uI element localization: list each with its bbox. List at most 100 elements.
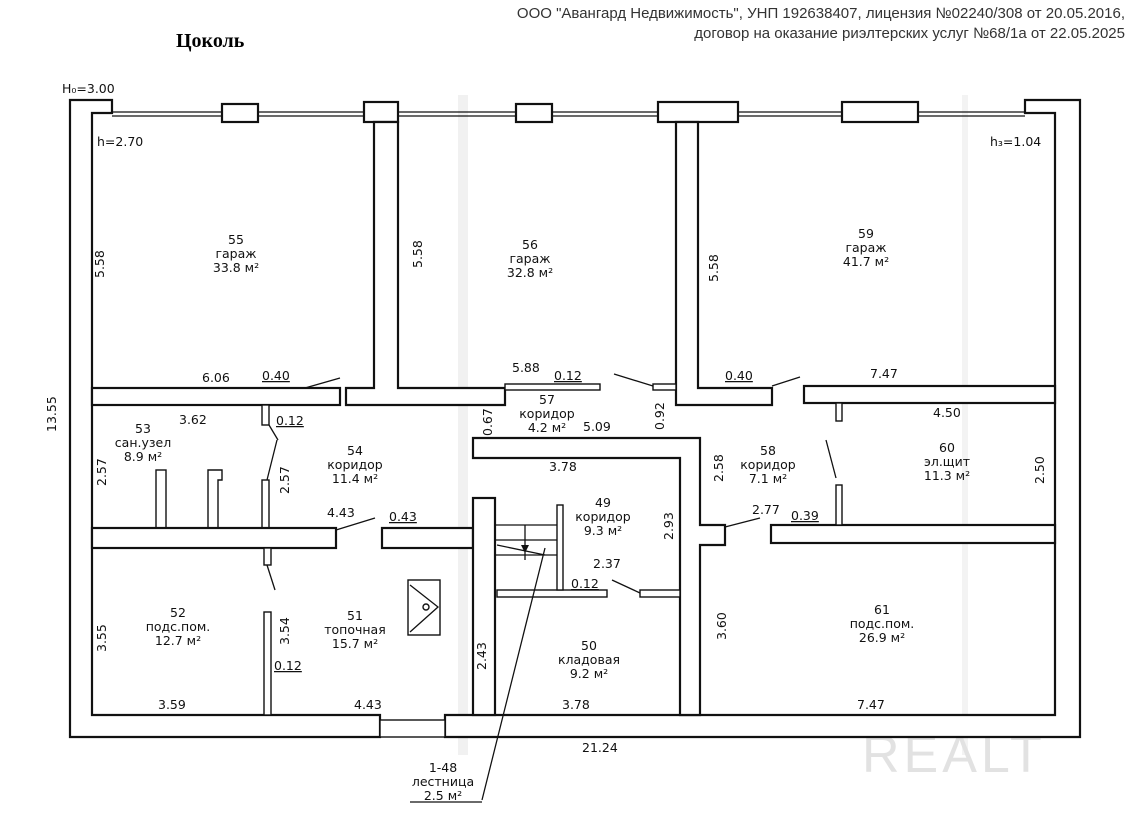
dim: 0.12: [554, 368, 582, 383]
dim: 2.77: [752, 502, 780, 517]
dim: 5.58: [706, 254, 721, 282]
dim: 2.37: [593, 556, 621, 571]
room-label: 4.2 м²: [528, 420, 566, 435]
room-label: кладовая: [558, 652, 620, 667]
ceiling-height-total: H₀=3.00: [62, 81, 115, 96]
partition: [639, 589, 681, 598]
dim: 7.47: [857, 697, 885, 712]
dim: 3.60: [714, 612, 729, 640]
dim: 0.40: [262, 368, 290, 383]
room-label: 15.7 м²: [332, 636, 378, 651]
boiler-symbol: [407, 579, 441, 636]
dim: 6.06: [202, 370, 230, 385]
dim: 0.43: [389, 509, 417, 524]
room-label: 26.9 м²: [859, 630, 905, 645]
window: [656, 100, 740, 124]
room-label: коридор: [519, 406, 575, 421]
room-label: 50: [581, 638, 597, 653]
agency-info-line1: ООО "Авангард Недвижимость", УНП 1926384…: [516, 5, 1125, 22]
wall: [344, 120, 507, 407]
room-label: 51: [347, 608, 363, 623]
room-label: подс.пом.: [850, 616, 915, 631]
dim: 3.59: [158, 697, 186, 712]
toilet-stall: [155, 469, 167, 529]
room-label: 7.1 м²: [749, 471, 787, 486]
room-label: 54: [347, 443, 363, 458]
partition: [263, 547, 272, 566]
dim: 5.58: [410, 240, 425, 268]
partition: [504, 383, 601, 391]
ceiling-height-3: h₃=1.04: [990, 134, 1041, 149]
room-label: 49: [595, 495, 611, 510]
dim: 3.54: [277, 617, 292, 645]
window: [514, 102, 554, 124]
partition: [652, 383, 677, 391]
staircase: [481, 504, 564, 801]
dim: 0.39: [791, 508, 819, 523]
partition: [835, 402, 843, 422]
room-label: 8.9 м²: [124, 449, 162, 464]
partition: [261, 479, 270, 529]
room-label: 12.7 м²: [155, 633, 201, 648]
partition: [835, 484, 843, 526]
dim: 2.43: [474, 642, 489, 670]
dim: 0.12: [274, 658, 302, 673]
dim: 7.47: [870, 366, 898, 381]
dim: 2.58: [711, 454, 726, 482]
agency-info: ООО "Авангард Недвижимость", УНП 1926384…: [517, 4, 1125, 44]
room-label: 56: [522, 237, 538, 252]
room-label: 1-48: [429, 760, 457, 775]
room-label: коридор: [740, 457, 796, 472]
room-label: 61: [874, 602, 890, 617]
room-label: 11.3 м²: [924, 468, 970, 483]
dim: 2.50: [1032, 456, 1047, 484]
dim: 4.43: [327, 505, 355, 520]
wall: [90, 526, 338, 550]
dim: 3.55: [94, 624, 109, 652]
room-label: 58: [760, 443, 776, 458]
outer-wall-left: [68, 98, 382, 739]
dim: 4.43: [354, 697, 382, 712]
wall: [802, 384, 1057, 405]
wall: [471, 436, 727, 717]
outer-wall-right: [443, 98, 1082, 739]
partition: [261, 404, 270, 426]
room-label: 55: [228, 232, 244, 247]
entrance-door: [379, 719, 446, 738]
room-label: 57: [539, 392, 555, 407]
room-label: подс.пом.: [146, 619, 211, 634]
room-label: 33.8 м²: [213, 260, 259, 275]
dim: 0.12: [276, 413, 304, 428]
scan-fold: [962, 95, 968, 755]
dim: 3.78: [549, 459, 577, 474]
room-label: 9.3 м²: [584, 523, 622, 538]
dim: 3.62: [179, 412, 207, 427]
dim: 2.93: [661, 512, 676, 540]
room-label: коридор: [575, 509, 631, 524]
room-label: 52: [170, 605, 186, 620]
room-label: 60: [939, 440, 955, 455]
dimensions: 5.58 5.58 5.58 13.55 6.06 0.40 5.88 0.12…: [44, 240, 1047, 755]
partition: [263, 611, 272, 716]
room-label: топочная: [324, 622, 386, 637]
dim: 0.40: [725, 368, 753, 383]
room-label: 32.8 м²: [507, 265, 553, 280]
walls: [68, 98, 1082, 801]
room-label: 2.5 м²: [424, 788, 462, 803]
dim: 5.58: [92, 250, 107, 278]
room-label: гараж: [215, 246, 256, 261]
wall: [380, 526, 475, 550]
dim: 3.78: [562, 697, 590, 712]
